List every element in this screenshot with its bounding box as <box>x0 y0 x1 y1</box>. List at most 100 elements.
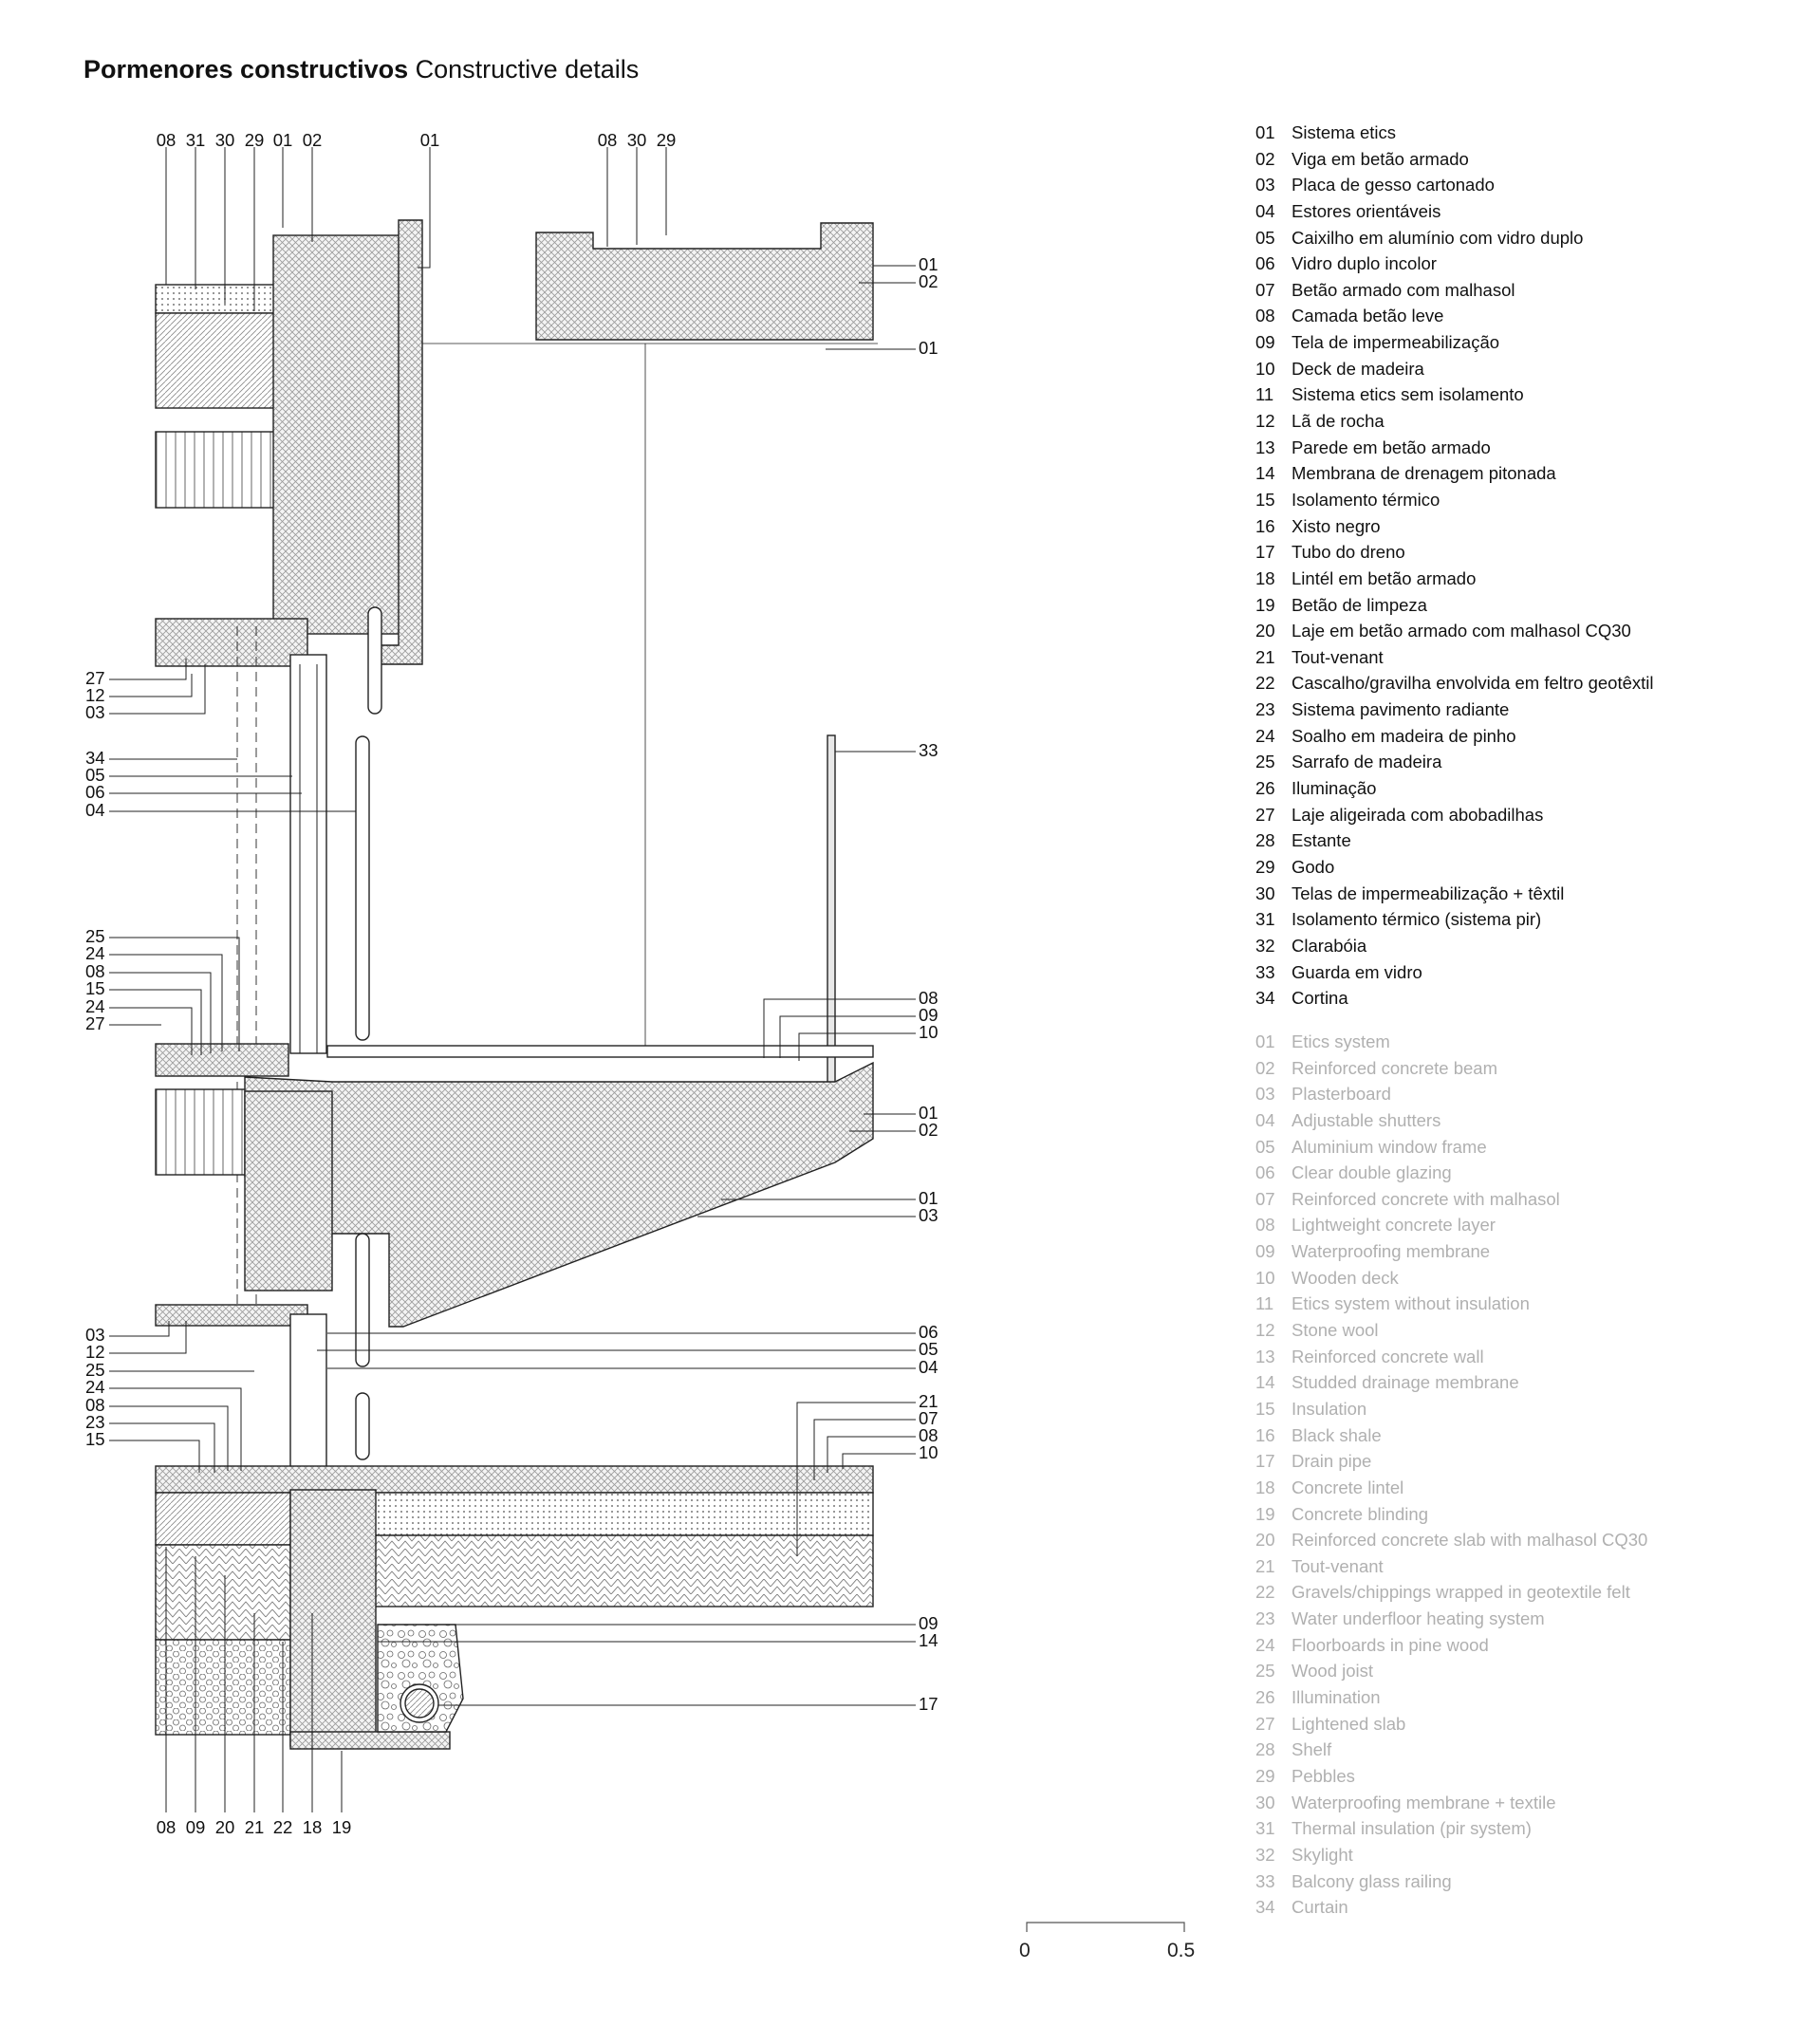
legend-number: 10 <box>1255 1267 1275 1288</box>
legend-number: 27 <box>1255 1713 1275 1734</box>
callout: 02 <box>919 271 939 291</box>
shutter-lower <box>355 1233 370 1367</box>
callout: 06 <box>85 782 105 802</box>
legend-number: 07 <box>1255 279 1275 300</box>
legend-number: 32 <box>1255 935 1275 956</box>
legend-number: 21 <box>1255 1555 1275 1576</box>
callout: 12 <box>85 685 105 705</box>
legend-text: Curtain <box>1292 1897 1348 1918</box>
legend-text: Iluminação <box>1292 778 1377 799</box>
legend-number: 20 <box>1255 1530 1275 1551</box>
legend-number: 24 <box>1255 725 1275 746</box>
callout: 09 <box>919 1005 939 1025</box>
callout: 07 <box>919 1408 939 1428</box>
callout: 08 <box>157 1817 177 1837</box>
callout: 15 <box>85 978 105 998</box>
skylight-frame <box>535 222 874 341</box>
callout: 27 <box>85 1013 105 1033</box>
legend-text: Membrana de drenagem pitonada <box>1292 463 1556 484</box>
legend-item: 34 Curtain <box>1255 1894 1647 1921</box>
legend-number: 28 <box>1255 1739 1275 1760</box>
legend-number: 23 <box>1255 1608 1275 1629</box>
legend-text: Vidro duplo incolor <box>1292 253 1437 274</box>
legend-text: Lightweight concrete layer <box>1292 1215 1496 1236</box>
callout: 09 <box>186 1817 206 1837</box>
legend-item: 26 Iluminação <box>1255 775 1654 802</box>
callout: 12 <box>85 1342 105 1362</box>
legend-number: 14 <box>1255 1372 1275 1393</box>
legend-number: 12 <box>1255 1320 1275 1341</box>
foundation-wall <box>289 1489 377 1747</box>
construction-section <box>155 219 878 1750</box>
callout-labels: 08 31 30 29 01 02 01 08 30 29 01 02 01 2… <box>85 130 939 1837</box>
callout: 15 <box>85 1429 105 1449</box>
legend-number: 15 <box>1255 489 1275 510</box>
legend-number: 30 <box>1255 1792 1275 1812</box>
callout: 10 <box>919 1022 939 1042</box>
legend-text: Xisto negro <box>1292 515 1381 536</box>
legend-number: 03 <box>1255 175 1275 195</box>
shutter-lowest <box>355 1392 370 1460</box>
legend-number: 23 <box>1255 699 1275 720</box>
ground-slab <box>326 1534 874 1607</box>
callout: 30 <box>627 130 647 150</box>
scale-end-label: 0.5 <box>1167 1940 1196 1961</box>
callout: 23 <box>85 1412 105 1432</box>
balcony-slab <box>244 1061 874 1328</box>
callout: 05 <box>85 765 105 785</box>
ground-deck <box>155 1465 874 1494</box>
legend-text: Pebbles <box>1292 1765 1355 1786</box>
legend-number: 13 <box>1255 437 1275 457</box>
callout: 03 <box>85 1325 105 1345</box>
title-en: Constructive details <box>415 55 640 84</box>
legend-number: 19 <box>1255 1503 1275 1524</box>
legend-text: Water underfloor heating system <box>1292 1608 1545 1629</box>
legend-number: 34 <box>1255 1897 1275 1918</box>
window-frame-lower <box>289 1313 327 1486</box>
legend-item: 03 Placa de gesso cartonado <box>1255 172 1654 198</box>
legend-number: 19 <box>1255 594 1275 615</box>
shutter-upper <box>367 606 382 715</box>
callout: 24 <box>85 943 105 963</box>
legend-number: 17 <box>1255 542 1275 563</box>
ground-left-slab <box>155 1544 291 1641</box>
legend-number: 33 <box>1255 961 1275 982</box>
legend-text: Waterproofing membrane <box>1292 1241 1491 1262</box>
legend-text: Sistema pavimento radiante <box>1292 699 1510 720</box>
legend-text: Reinforced concrete wall <box>1292 1346 1484 1366</box>
legend-text: Clear double glazing <box>1292 1162 1452 1183</box>
legend-number: 22 <box>1255 1582 1275 1603</box>
roof-slab <box>155 312 294 409</box>
shutter-mid <box>355 735 370 1041</box>
legend-text: Placa de gesso cartonado <box>1292 175 1495 195</box>
callout: 09 <box>919 1613 939 1633</box>
callout: 04 <box>919 1357 939 1377</box>
legend-text: Illumination <box>1292 1687 1381 1708</box>
callout: 08 <box>157 130 177 150</box>
legend-text: Lã de rocha <box>1292 411 1385 432</box>
callout: 01 <box>273 130 293 150</box>
floor-ledge-lower <box>155 1304 308 1327</box>
page-title: Pormenores constructivos Constructive de… <box>84 55 639 84</box>
upper-beam <box>272 234 407 635</box>
legend-number: 26 <box>1255 778 1275 799</box>
legend-text: Concrete blinding <box>1292 1503 1428 1524</box>
callout: 29 <box>657 130 677 150</box>
legend-text: Viga em betão armado <box>1292 148 1469 169</box>
legend-text: Estante <box>1292 830 1351 851</box>
